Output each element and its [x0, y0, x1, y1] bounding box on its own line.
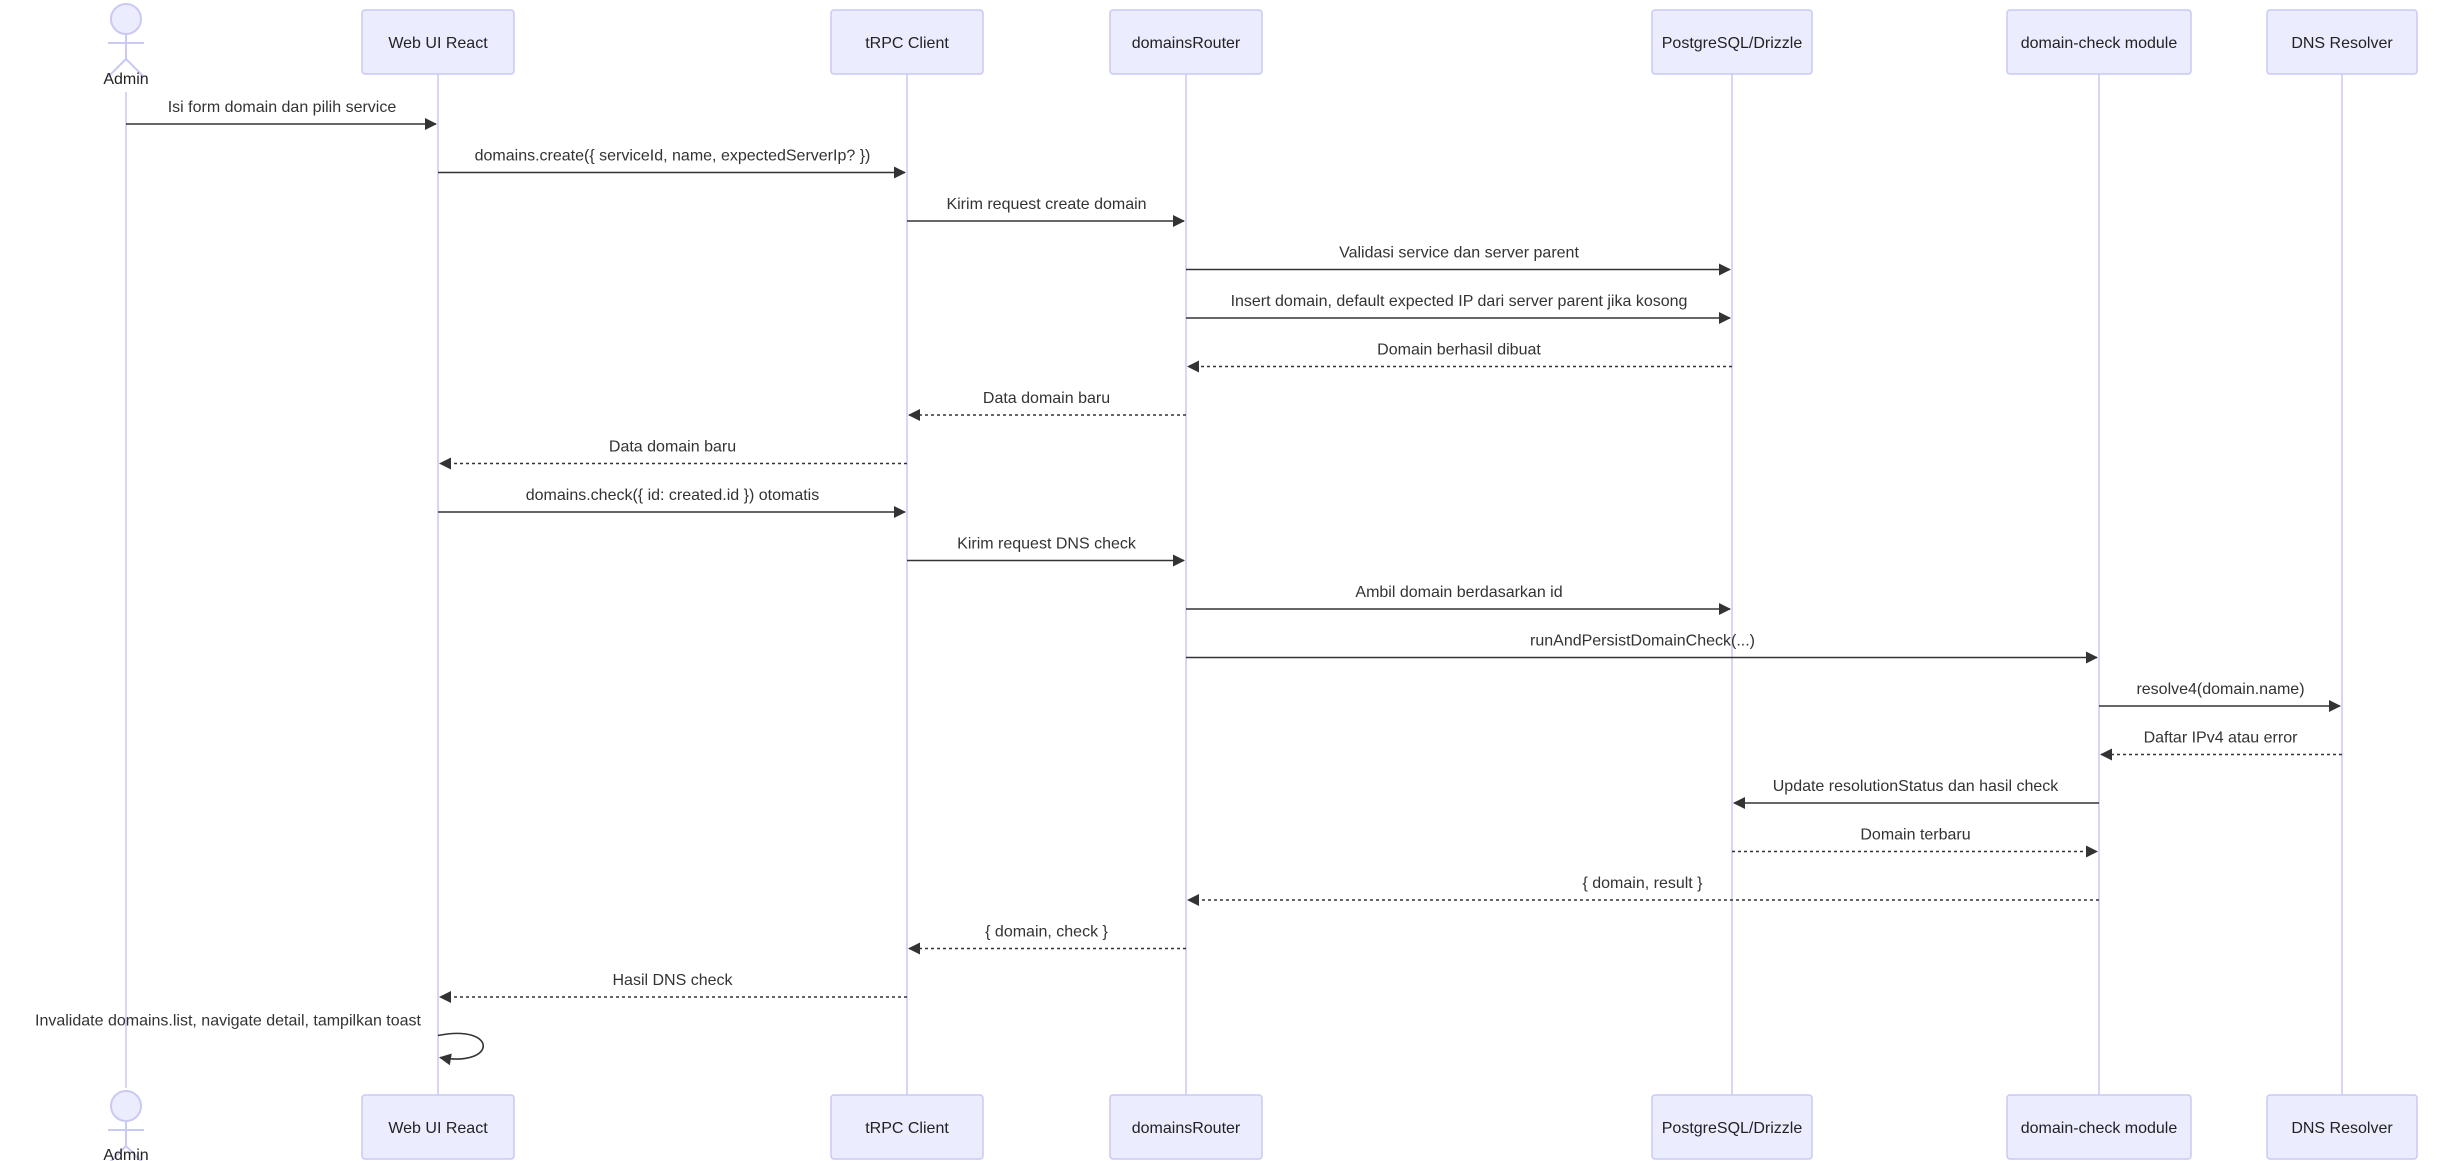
message: Domain terbaru	[1732, 827, 2098, 858]
participant-router: domainsRouter	[1109, 9, 1263, 75]
participant-box	[2006, 1094, 2192, 1160]
actor-head	[110, 1090, 142, 1122]
message-label: Insert domain, default expected IP dari …	[1231, 293, 1688, 310]
message-label: Kirim request create domain	[946, 196, 1146, 213]
message: { domain, result }	[1187, 875, 2099, 906]
participant-dns: DNS Resolver	[2266, 1094, 2418, 1160]
participant-box	[361, 9, 515, 75]
participant-check: domain-check module	[2006, 1094, 2192, 1160]
message: domains.create({ serviceId, name, expect…	[438, 148, 906, 179]
participant-label: tRPC Client	[865, 1120, 949, 1137]
message-label: domains.create({ serviceId, name, expect…	[475, 148, 871, 165]
participant-db: PostgreSQL/Drizzle	[1651, 1094, 1813, 1160]
actor-leg-right	[125, 1145, 143, 1161]
actor-leg-right	[125, 58, 145, 78]
participant-db: PostgreSQL/Drizzle	[1651, 9, 1813, 75]
message-label: resolve4(domain.name)	[2136, 681, 2304, 698]
participant-label: tRPC Client	[865, 35, 949, 52]
participant-box	[830, 9, 984, 75]
message-label: Isi form domain dan pilih service	[168, 99, 397, 116]
participant-box	[2266, 1094, 2418, 1160]
message: Isi form domain dan pilih service	[126, 99, 437, 130]
actor-label: Admin	[103, 71, 148, 88]
message-label: domains.check({ id: created.id }) otomat…	[526, 487, 819, 504]
message: Domain berhasil dibuat	[1187, 342, 1732, 373]
actor-leg-left	[107, 58, 127, 78]
message: Kirim request create domain	[907, 196, 1185, 227]
message: { domain, check }	[908, 924, 1186, 955]
participant-label: DNS Resolver	[2291, 35, 2393, 52]
participant-label: DNS Resolver	[2291, 1120, 2393, 1137]
message-label: Domain berhasil dibuat	[1377, 342, 1541, 359]
participant-label: PostgreSQL/Drizzle	[1662, 35, 1803, 52]
message-label: Invalidate domains.list, navigate detail…	[35, 1013, 422, 1030]
message-label: Update resolutionStatus dan hasil check	[1773, 778, 2060, 795]
message-label: Data domain baru	[609, 439, 736, 456]
participant-box	[2006, 9, 2192, 75]
participant-box	[2266, 9, 2418, 75]
participant-box	[1651, 1094, 1813, 1160]
actor-leg-left	[109, 1145, 127, 1161]
message: Insert domain, default expected IP dari …	[1186, 293, 1731, 324]
message: Invalidate domains.list, navigate detail…	[35, 1013, 484, 1066]
message: Validasi service dan server parent	[1186, 245, 1731, 276]
actor-admin: Admin	[103, 1090, 149, 1161]
participant-dns: DNS Resolver	[2266, 9, 2418, 75]
message-label: Data domain baru	[983, 390, 1110, 407]
message: Update resolutionStatus dan hasil check	[1733, 778, 2099, 809]
message: Data domain baru	[439, 439, 907, 470]
participant-box	[1109, 9, 1263, 75]
participant-box	[1109, 1094, 1263, 1160]
message-label: Kirim request DNS check	[957, 536, 1137, 553]
participant-box	[830, 1094, 984, 1160]
participant-web: Web UI React	[361, 9, 515, 75]
participant-check: domain-check module	[2006, 9, 2192, 75]
participant-box	[361, 1094, 515, 1160]
message-label: runAndPersistDomainCheck(...)	[1530, 633, 1755, 650]
participant-label: domainsRouter	[1132, 35, 1241, 52]
message: resolve4(domain.name)	[2099, 681, 2341, 712]
actor-admin: Admin	[103, 3, 149, 88]
message-label: Domain terbaru	[1860, 827, 1970, 844]
participant-label: domain-check module	[2021, 1120, 2178, 1137]
participant-label: PostgreSQL/Drizzle	[1662, 1120, 1803, 1137]
message: Data domain baru	[908, 390, 1186, 421]
message: Ambil domain berdasarkan id	[1186, 584, 1731, 615]
participant-label: Web UI React	[388, 1120, 488, 1137]
message: Kirim request DNS check	[907, 536, 1185, 567]
actor-label: Admin	[103, 1147, 148, 1161]
participant-trpc: tRPC Client	[830, 1094, 984, 1160]
message-label: Hasil DNS check	[612, 972, 733, 989]
message: runAndPersistDomainCheck(...)	[1186, 633, 2098, 664]
message-label: Daftar IPv4 atau error	[2144, 730, 2299, 747]
message-self-arrow	[437, 1032, 484, 1066]
participant-trpc: tRPC Client	[830, 9, 984, 75]
message: Daftar IPv4 atau error	[2100, 730, 2342, 761]
message-label: Validasi service dan server parent	[1339, 245, 1579, 262]
participant-label: domainsRouter	[1132, 1120, 1241, 1137]
message: domains.check({ id: created.id }) otomat…	[438, 487, 906, 518]
message-label: Ambil domain berdasarkan id	[1355, 584, 1562, 601]
message: Hasil DNS check	[439, 972, 907, 1003]
participant-box	[1651, 9, 1813, 75]
participant-label: Web UI React	[388, 35, 488, 52]
actor-head	[110, 3, 142, 35]
message-label: { domain, check }	[985, 924, 1108, 941]
message-label: { domain, result }	[1582, 875, 1703, 892]
participant-router: domainsRouter	[1109, 1094, 1263, 1160]
participant-web: Web UI React	[361, 1094, 515, 1160]
participant-label: domain-check module	[2021, 35, 2178, 52]
